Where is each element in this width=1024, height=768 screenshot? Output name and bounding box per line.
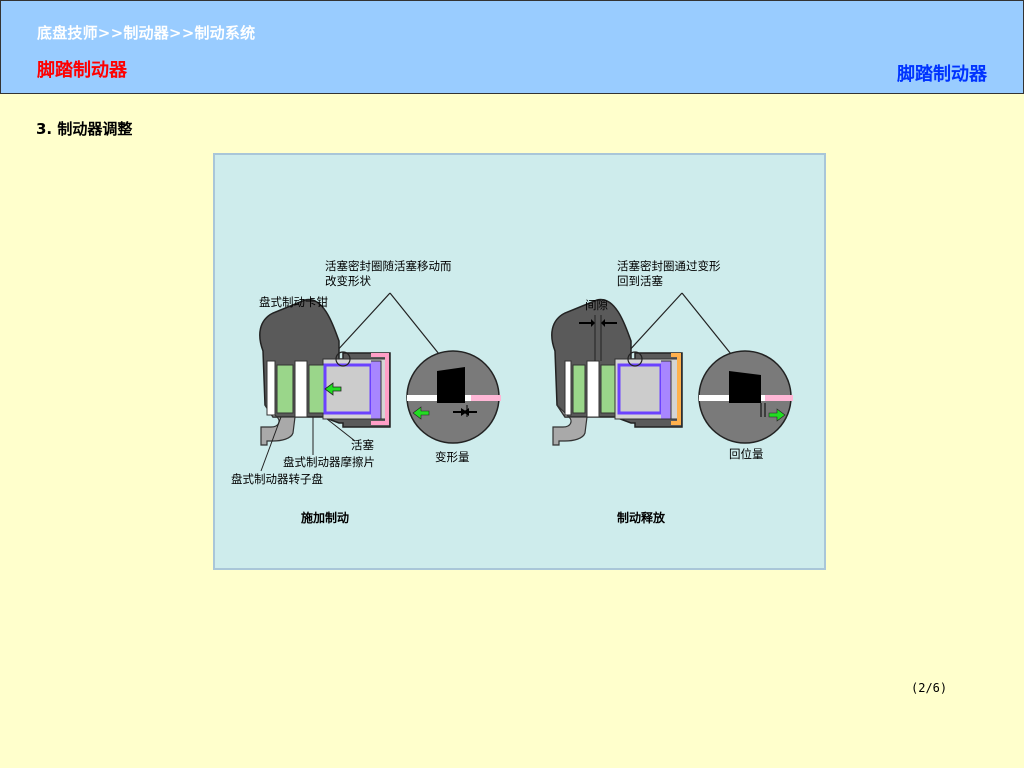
caption-release-brake: 制动释放 [617,510,666,525]
section-heading: 3. 制动器调整 [36,120,133,138]
header-bar: 底盘技师>>制动器>>制动系统 脚踏制动器 脚踏制动器 [0,0,1024,94]
rotor-label: 盘式制动器转子盘 [231,472,323,486]
gap-label: 间隙 [585,298,608,312]
seal-label-right-2: 回到活塞 [617,274,663,288]
seal-label-left-2: 改变形状 [325,274,371,288]
deform-label: 变形量 [435,450,470,464]
pad-label: 盘式制动器摩擦片 [283,455,375,469]
left-diagram: 活塞密封圈随活塞移动而 改变形状 盘式制动卡钳 活塞 盘式制动器摩擦片 盘式制动… [231,259,501,525]
brake-adjustment-figure: 活塞密封圈随活塞移动而 改变形状 盘式制动卡钳 活塞 盘式制动器摩擦片 盘式制动… [213,153,826,570]
brake-diagram: 活塞密封圈随活塞移动而 改变形状 盘式制动卡钳 活塞 盘式制动器摩擦片 盘式制动… [231,259,793,525]
seal-label-left-1: 活塞密封圈随活塞移动而 [325,259,452,273]
page-title: 脚踏制动器 [37,60,127,81]
piston-label: 活塞 [351,438,374,452]
return-label: 回位量 [729,447,764,461]
page-indicator: (2/6) [911,681,948,695]
caliper-label: 盘式制动卡钳 [259,295,328,309]
caption-apply-brake: 施加制动 [301,510,349,525]
right-diagram: 活塞密封圈通过变形 回到活塞 间隙 回位量 制动释放 [551,259,793,525]
seal-label-right-1: 活塞密封圈通过变形 [617,259,721,273]
breadcrumb: 底盘技师>>制动器>>制动系统 [37,24,256,42]
page-title-right: 脚踏制动器 [897,64,987,85]
